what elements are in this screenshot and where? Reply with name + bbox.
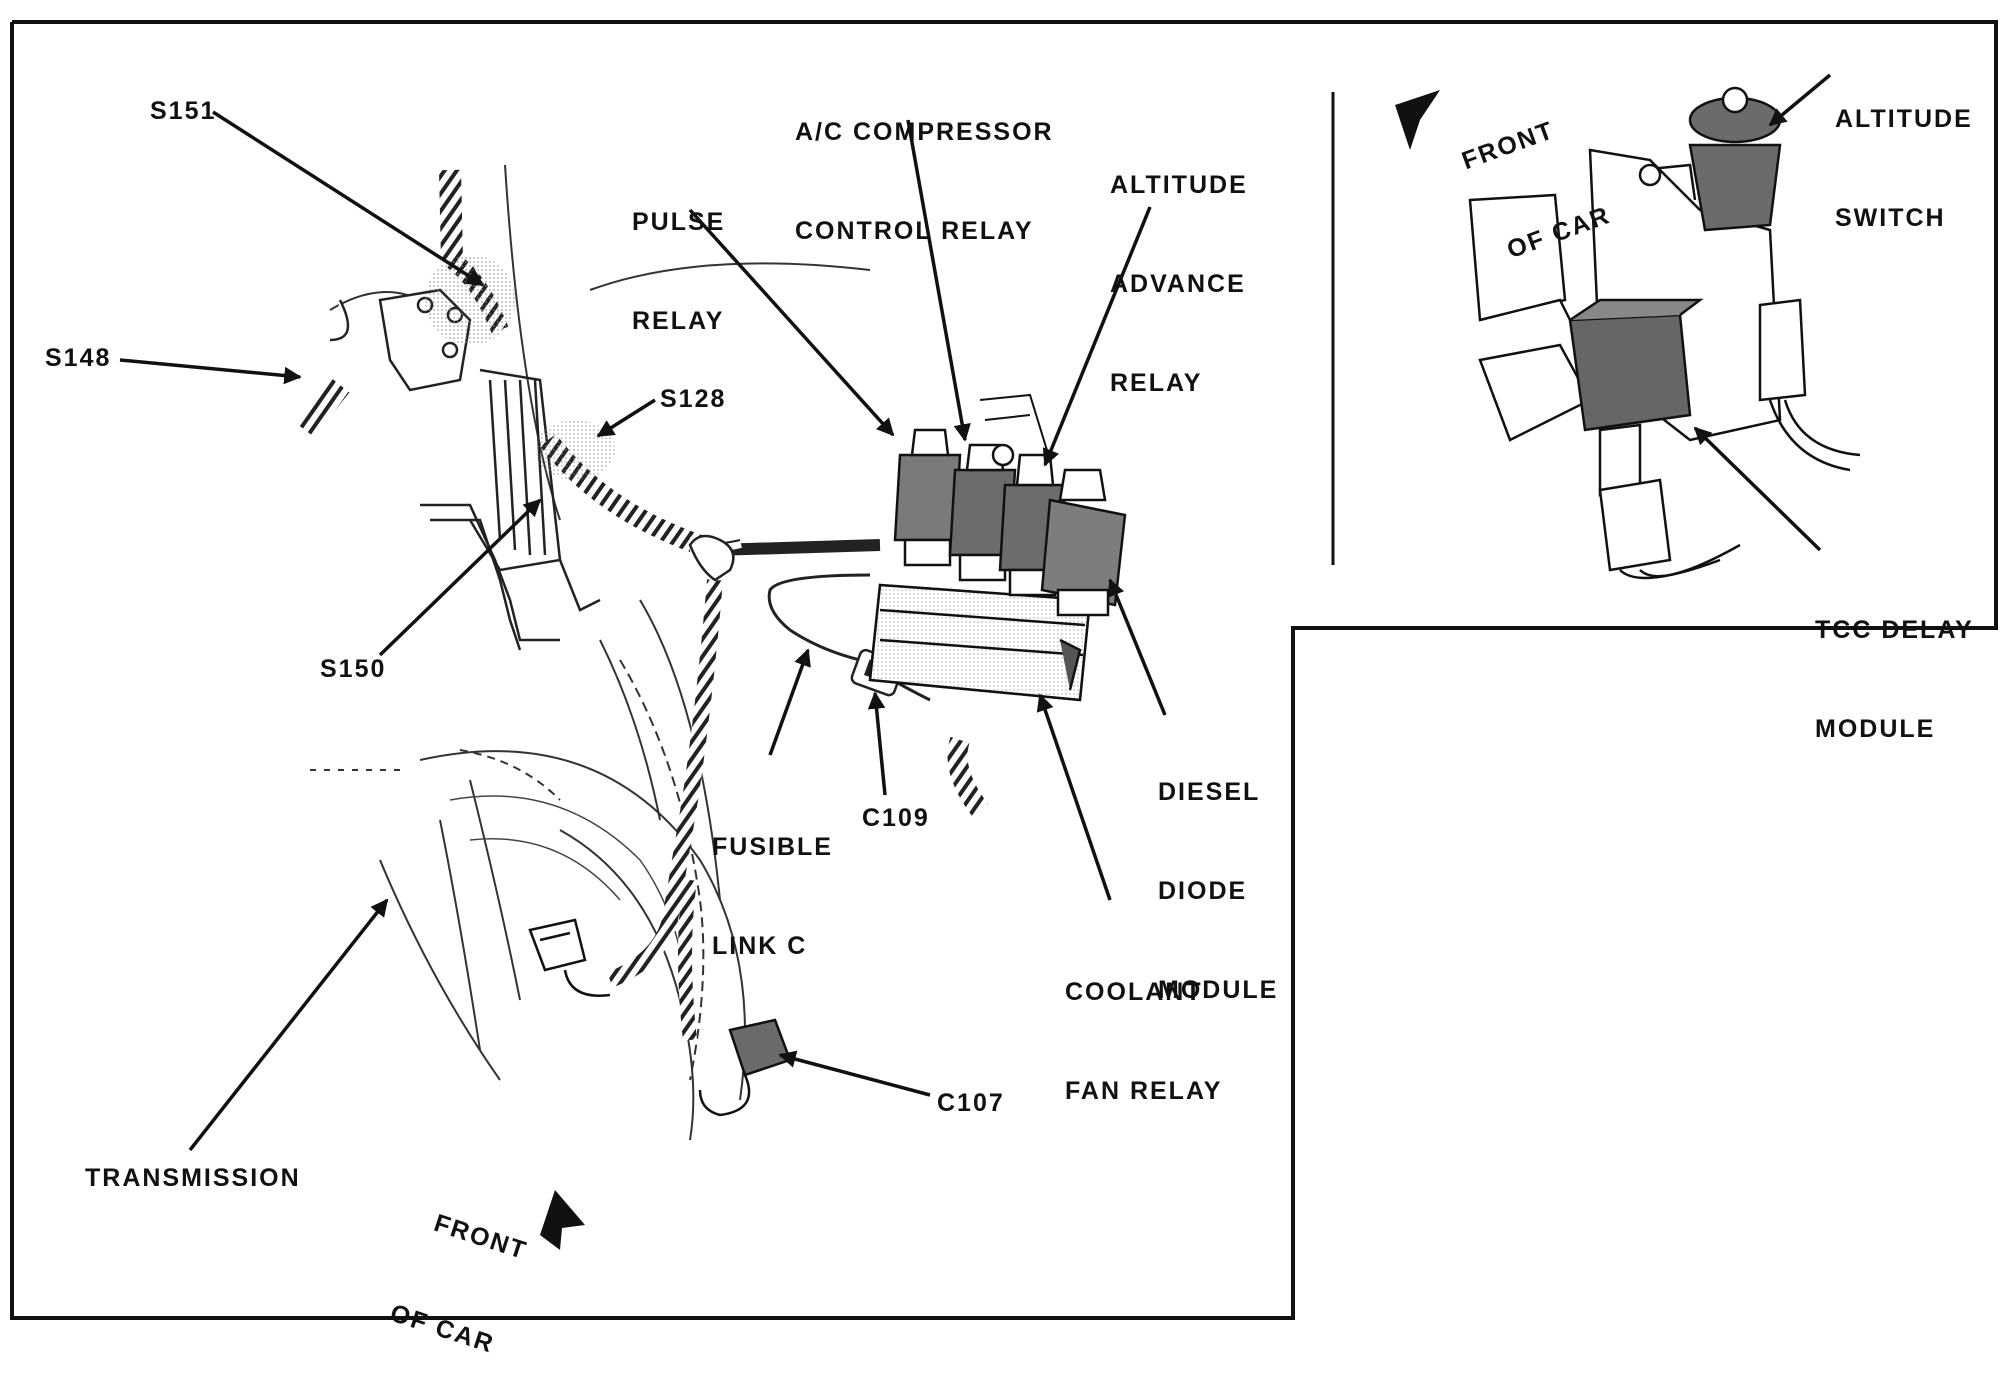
diagram-frame	[10, 20, 1998, 1320]
label-tcc-delay-module: TCC DELAY MODULE	[1815, 548, 1974, 779]
tcc-delay-line-1: TCC DELAY	[1815, 616, 1974, 644]
transmission-connector	[528, 918, 611, 997]
diesel-diode-module	[1040, 468, 1127, 617]
label-s148: S148	[45, 344, 112, 372]
label-ac-compressor-relay: A/C COMPRESSOR CONTROL RELAY	[795, 50, 1054, 281]
wiring-harness	[295, 169, 989, 1041]
diesel-diode-line-3: MODULE	[1158, 976, 1279, 1004]
front-of-car-inset-line-2: OF CAR	[1503, 200, 1615, 265]
label-fusible-link-c: FUSIBLE LINK C	[712, 765, 833, 996]
altitude-advance-line-1: ALTITUDE	[1110, 171, 1248, 199]
fusible-link-line-2: LINK C	[712, 932, 808, 960]
front-arrow-icon	[1395, 90, 1440, 150]
label-pulse-relay: PULSE RELAY	[632, 140, 725, 371]
relay-center	[868, 583, 1092, 702]
label-altitude-advance-relay: ALTITUDE ADVANCE RELAY	[1110, 103, 1248, 433]
altitude-switch-line-1: ALTITUDE	[1835, 105, 1973, 133]
fusible-link-line-1: FUSIBLE	[712, 833, 833, 861]
pulse-relay	[893, 428, 962, 567]
coolant-fan-line-1: COOLANT	[1065, 978, 1203, 1006]
front-arrow-icon	[540, 1190, 585, 1250]
pulse-relay-line-2: RELAY	[632, 307, 725, 335]
body-panel-outline	[310, 164, 871, 1141]
altitude-advance-line-2: ADVANCE	[1110, 270, 1246, 298]
front-of-car-main-line-1: FRONT	[430, 1208, 531, 1266]
coolant-fan-line-2: FAN RELAY	[1065, 1077, 1223, 1105]
ac-compressor-line-2: CONTROL RELAY	[795, 217, 1034, 245]
label-c107: C107	[937, 1089, 1005, 1117]
front-of-car-inset-line-1: FRONT	[1458, 116, 1559, 176]
harness-shading	[425, 255, 615, 480]
altitude-switch-line-2: SWITCH	[1835, 204, 1946, 232]
c107-connector	[698, 1018, 792, 1117]
label-transmission: TRANSMISSION	[85, 1164, 301, 1192]
label-s151: S151	[150, 97, 217, 125]
inset-callout-arrows	[1693, 73, 1832, 552]
harness-bracket	[420, 368, 601, 651]
diesel-diode-line-2: DIODE	[1158, 877, 1248, 905]
altitude-switch	[1638, 86, 1782, 232]
label-s128: S128	[660, 385, 727, 413]
wiring-harness-diagram	[10, 20, 1998, 1320]
transmission-outline	[449, 795, 691, 1041]
pulse-relay-line-1: PULSE	[632, 208, 726, 236]
label-s150: S150	[320, 655, 387, 683]
tcc-delay-line-2: MODULE	[1815, 715, 1936, 743]
front-of-car-main-line-2: OF CAR	[386, 1298, 498, 1359]
diesel-diode-line-1: DIESEL	[1158, 778, 1261, 806]
harness-junction	[688, 534, 735, 582]
tcc-delay-module	[1568, 298, 1704, 497]
label-c109: C109	[862, 804, 930, 832]
inset-connectors	[1598, 298, 1861, 580]
label-coolant-fan-relay: COOLANT FAN RELAY	[1065, 910, 1222, 1141]
altitude-advance-line-3: RELAY	[1110, 369, 1203, 397]
callout-arrows	[119, 110, 1167, 1152]
ac-compressor-line-1: A/C COMPRESSOR	[795, 118, 1054, 146]
label-diesel-diode-module: DIESEL DIODE MODULE	[1158, 710, 1278, 1040]
relay-bracket	[979, 393, 1051, 461]
label-altitude-switch: ALTITUDE SWITCH	[1835, 37, 1973, 268]
